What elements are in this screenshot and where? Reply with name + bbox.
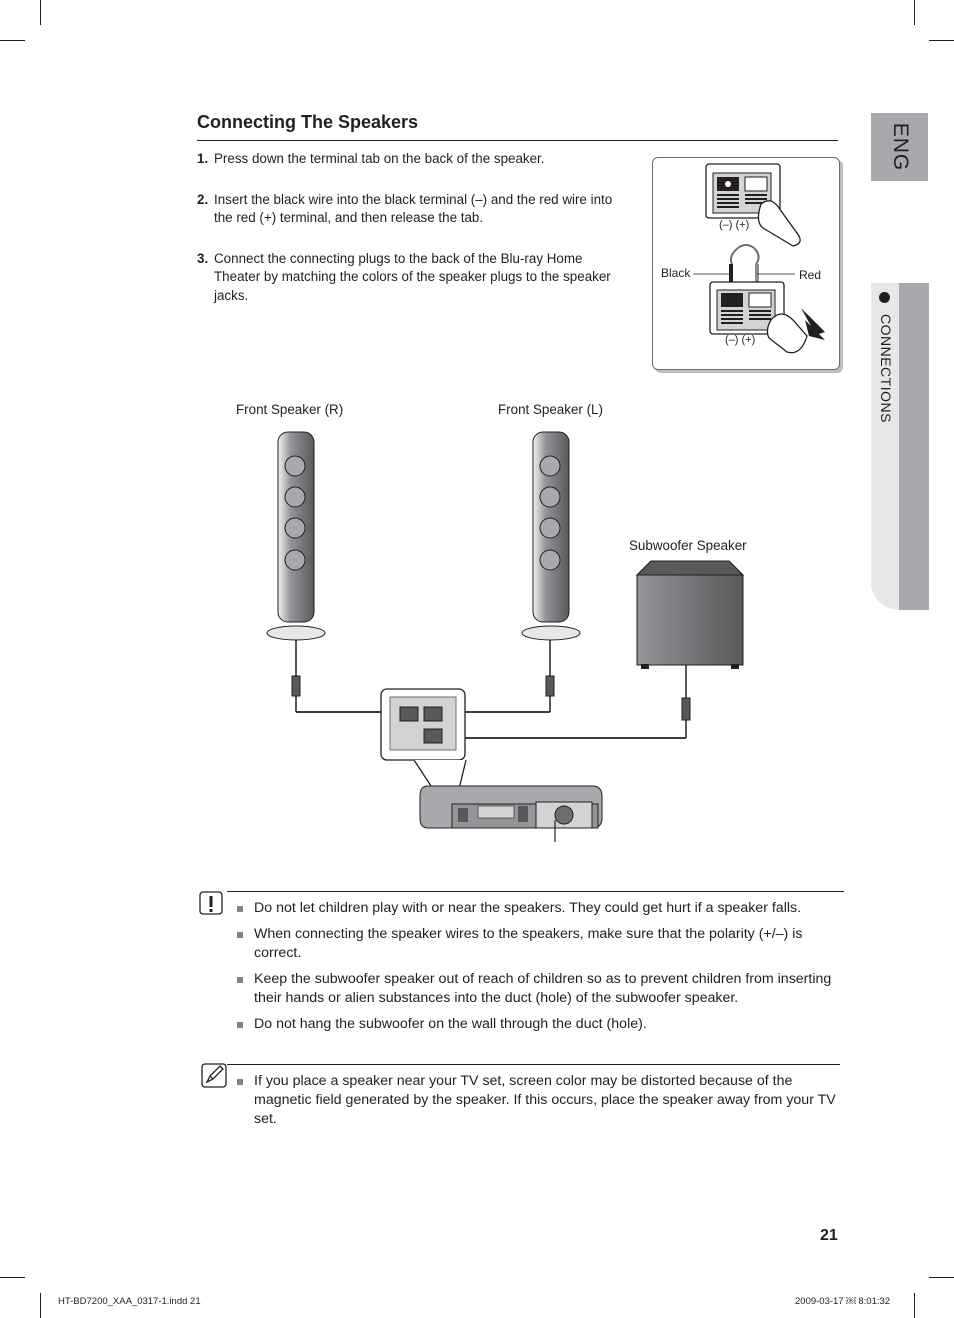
caution-note-item: When connecting the speaker wires to the… (236, 925, 836, 963)
info-note-item: If you place a speaker near your TV set,… (236, 1072, 836, 1129)
front-left-speaker-label: Front Speaker (L) (498, 402, 603, 417)
crop-mark (0, 40, 25, 41)
step-text: Press down the terminal tab on the back … (214, 151, 545, 166)
step-text: Insert the black wire into the black ter… (214, 191, 613, 226)
polarity-label-bottom: (–) (+) (725, 334, 756, 346)
section-tab-bar (899, 283, 929, 610)
speaker-connection-diagram (266, 431, 745, 842)
caution-rule (227, 891, 844, 892)
step-item: 3. Connect the connecting plugs to the ba… (197, 250, 632, 306)
terminal-inset: (–) (+) Black Red (–) (+) (652, 157, 840, 370)
red-wire-label: Red (799, 268, 822, 282)
note-rule (227, 1064, 840, 1065)
note-pencil-icon (201, 1063, 227, 1088)
step-text: Connect the connecting plugs to the back… (214, 250, 611, 303)
speaker-wires (296, 711, 686, 739)
step-item: 1. Press down the terminal tab on the bac… (197, 150, 632, 169)
crop-mark (40, 0, 41, 25)
print-slug-file: HT-BD7200_XAA_0317-1.indd 21 (58, 1296, 201, 1307)
page-title: Connecting The Speakers (197, 112, 419, 132)
crop-mark (0, 1277, 25, 1278)
caution-icon (199, 891, 223, 915)
crop-mark (914, 1293, 915, 1318)
step-number: 1. (197, 151, 209, 166)
subwoofer-speaker-label: Subwoofer Speaker (629, 538, 747, 553)
caution-note-item: Do not let children play with or near th… (236, 899, 836, 918)
steps-list: 1. Press down the terminal tab on the bac… (197, 150, 632, 327)
front-right-speaker-label: Front Speaker (R) (236, 402, 344, 417)
print-slug-date: 2009-03-17 ￼ 8:01:32 (795, 1296, 891, 1307)
caution-note-item: Keep the subwoofer speaker out of reach … (236, 970, 836, 1008)
crop-mark (40, 1293, 41, 1318)
subwoofer-speaker (635, 560, 745, 738)
crop-mark (929, 40, 954, 41)
step-number: 2. (197, 191, 209, 207)
polarity-label-top: (–) (+) (719, 219, 750, 231)
info-notes-list: If you place a speaker near your TV set,… (236, 1072, 836, 1136)
language-tab: ENG (871, 113, 928, 181)
crop-mark (914, 0, 915, 25)
title-rule (197, 140, 838, 141)
step-number: 3. (197, 250, 209, 266)
page-number: 21 (820, 1227, 838, 1244)
front-left-speaker (521, 431, 581, 712)
black-wire-label: Black (661, 266, 691, 280)
crop-mark (929, 1277, 954, 1278)
section-bullet-icon (879, 292, 890, 303)
section-tab-label: CONNECTIONS (878, 314, 894, 423)
step-item: 2. Insert the black wire into the black t… (197, 191, 632, 228)
caution-notes-list: Do not let children play with or near th… (236, 899, 836, 1041)
blu-ray-home-theater-unit (419, 785, 603, 842)
terminal-inset-illustration (693, 163, 825, 354)
caution-note-item: Do not hang the subwoofer on the wall th… (236, 1015, 836, 1034)
front-right-speaker (266, 431, 326, 712)
